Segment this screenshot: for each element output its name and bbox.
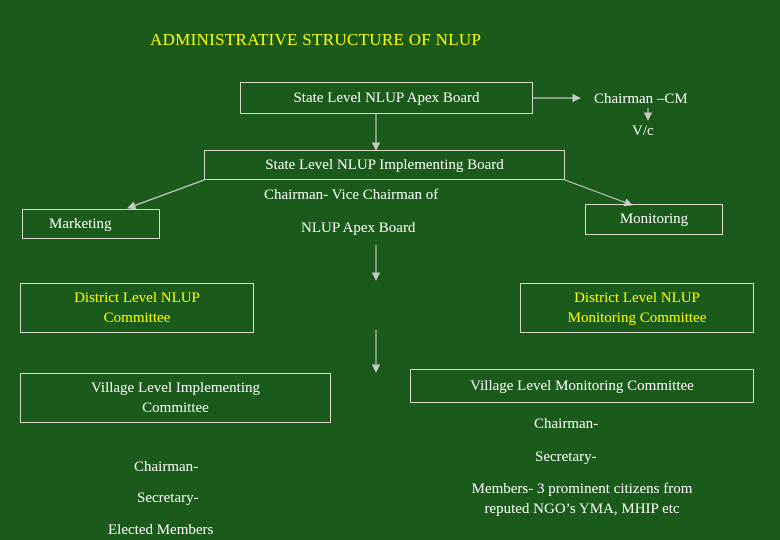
village-monitoring-secretary: Secretary-: [535, 449, 597, 465]
diagram-title: ADMINISTRATIVE STRUCTURE OF NLUP: [150, 30, 482, 49]
village-implementing-line1: Village Level Implementing: [90, 379, 261, 396]
village-monitoring-chairman: Chairman-: [534, 416, 599, 432]
village-monitoring-box: Village Level Monitoring Committee: [410, 369, 754, 403]
arrow-implementing-to-marketing: [127, 179, 205, 210]
district-committee-line2: Committee: [103, 310, 171, 326]
village-monitoring-members-line2: reputed NGO’s YMA, MHIP etc: [484, 501, 680, 518]
village-monitoring-members-line1: Members- 3 prominent citizens from: [471, 481, 693, 497]
village-monitoring-members: Members- 3 prominent citizens from reput…: [410, 479, 754, 520]
village-monitoring-label: Village Level Monitoring Committee: [470, 377, 694, 394]
district-committee-line1: District Level NLUP: [74, 289, 200, 306]
district-committee-box: District Level NLUP Committee: [20, 283, 254, 333]
monitoring-box: Monitoring: [585, 204, 723, 235]
implementing-chair-line2: NLUP Apex Board: [301, 220, 416, 236]
vc-label: V/c: [632, 123, 654, 139]
village-implementing-line2: Committee: [142, 400, 209, 416]
arrow-implementing-to-monitoring: [564, 179, 633, 207]
marketing-label: Marketing: [49, 215, 112, 232]
monitoring-label: Monitoring: [619, 211, 689, 228]
implementing-board-box: State Level NLUP Implementing Board: [204, 150, 565, 180]
apex-board-label: State Level NLUP Apex Board: [293, 89, 480, 106]
district-monitoring-line1: District Level NLUP: [574, 289, 700, 306]
district-monitoring-box: District Level NLUP Monitoring Committee: [520, 283, 754, 333]
village-implementing-secretary: Secretary-: [137, 490, 199, 506]
village-implementing-members: Elected Members: [108, 522, 214, 538]
implementing-board-label: State Level NLUP Implementing Board: [265, 156, 504, 173]
village-implementing-box: Village Level Implementing Committee: [20, 373, 331, 423]
apex-board-box: State Level NLUP Apex Board: [240, 82, 533, 114]
marketing-box: Marketing: [22, 209, 160, 239]
chairman-cm-label: Chairman –CM: [594, 91, 688, 107]
implementing-chair-line1: Chairman- Vice Chairman of: [264, 187, 439, 203]
district-monitoring-line2: Monitoring Committee: [567, 310, 707, 326]
village-implementing-chairman: Chairman-: [134, 459, 199, 475]
